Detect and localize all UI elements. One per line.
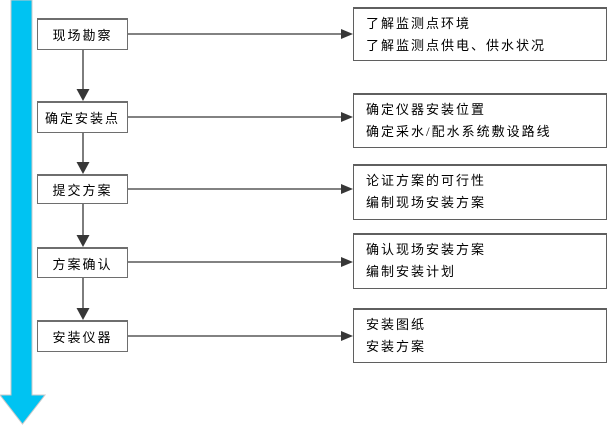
flow-arrowhead-down-4: [76, 308, 90, 320]
detail-line: 确定仪器安装位置: [366, 102, 487, 117]
timeline-down-arrow-icon: [0, 0, 47, 425]
flow-arrowhead-down-2: [76, 162, 90, 174]
detail-line: 了解监测点供电、供水状况: [366, 38, 547, 53]
step-label: 安装仪器: [52, 330, 113, 345]
step-label: 确定安装点: [44, 111, 120, 126]
step-box-submit-plan: 提交方案: [37, 174, 128, 204]
step-label: 提交方案: [52, 183, 113, 198]
step-label: 现场勘察: [52, 28, 113, 43]
detail-line: 安装图纸: [366, 317, 427, 332]
detail-line: 编制现场安装方案: [366, 195, 487, 210]
detail-line: 确认现场安装方案: [366, 242, 487, 257]
detail-box-submit-plan: 论证方案的可行性 编制现场安装方案: [353, 164, 607, 220]
detail-line: 确定采水/配水系统敷设路线: [366, 124, 552, 139]
flow-arrowhead-down-3: [76, 235, 90, 247]
detail-line: 论证方案的可行性: [366, 173, 487, 188]
detail-line: 了解监测点环境: [366, 16, 472, 31]
detail-box-install-instrument: 安装图纸 安装方案: [353, 308, 607, 363]
detail-line: 编制安装计划: [366, 264, 457, 279]
step-box-determine-install-point: 确定安装点: [37, 101, 128, 133]
step-box-install-instrument: 安装仪器: [37, 320, 128, 352]
flow-arrowhead-down-1: [76, 89, 90, 101]
step-box-site-survey: 现场勘察: [37, 18, 128, 50]
detail-arrowhead-right-3: [341, 184, 353, 194]
detail-arrowhead-right-1: [341, 29, 353, 39]
step-label: 方案确认: [52, 256, 113, 272]
step-box-plan-confirmation: 方案确认: [37, 247, 128, 278]
detail-arrowhead-right-4: [341, 257, 353, 267]
detail-box-site-survey: 了解监测点环境 了解监测点供电、供水状况: [353, 7, 607, 61]
detail-arrowhead-right-5: [341, 331, 353, 341]
detail-line: 安装方案: [366, 339, 427, 354]
detail-arrowhead-right-2: [341, 112, 353, 122]
detail-box-determine-install-point: 确定仪器安装位置 确定采水/配水系统敷设路线: [353, 93, 607, 148]
detail-box-plan-confirmation: 确认现场安装方案 编制安装计划: [353, 233, 607, 289]
